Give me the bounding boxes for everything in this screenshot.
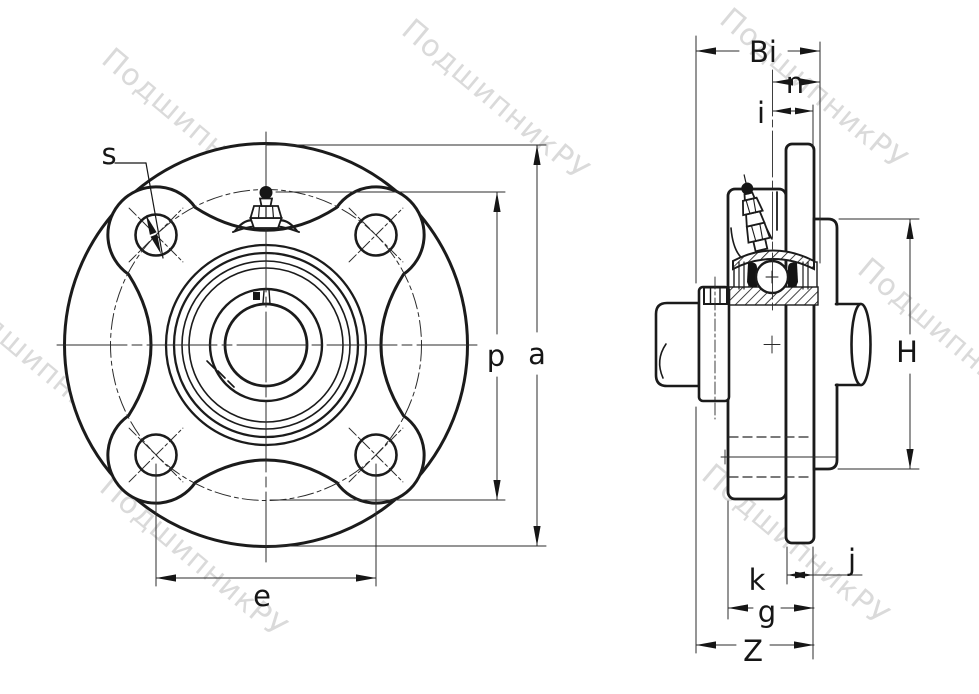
dimension-a: a	[261, 144, 547, 547]
dim-label-H: H	[896, 335, 918, 369]
dimension-s: s	[101, 137, 164, 259]
grease-fitting-front	[232, 186, 300, 233]
set-screw-marks	[206, 289, 271, 388]
dim-label-e: e	[253, 579, 271, 613]
dimension-e: e	[155, 463, 377, 613]
dim-label-s: s	[101, 137, 116, 171]
dim-label-i: i	[757, 96, 765, 130]
dimension-Bi: Bi	[695, 35, 821, 284]
dim-label-a: a	[528, 337, 546, 371]
shaft-collar	[697, 276, 731, 420]
dim-label-g: g	[758, 595, 776, 629]
view-centerlines	[56, 131, 478, 563]
dimension-j: j	[786, 543, 863, 660]
dim-label-Z: Z	[743, 634, 763, 668]
dim-label-j: j	[847, 543, 856, 577]
set-screw	[703, 286, 728, 305]
grease-fitting-side	[741, 174, 772, 253]
outer-ring-section	[732, 249, 815, 271]
shaft-left	[654, 301, 701, 388]
dim-label-n: n	[786, 66, 804, 100]
side-view: Bi n i H	[654, 35, 920, 668]
dimension-H: H	[837, 218, 920, 470]
grease-nipple-ball-side	[741, 182, 754, 195]
front-view: s e p a	[56, 131, 547, 613]
dim-label-Bi: Bi	[749, 35, 777, 69]
grease-nipple-ball	[259, 186, 273, 199]
bolt-hole-centerlines	[128, 207, 404, 483]
dimension-g: g	[727, 500, 815, 629]
dim-label-k: k	[749, 563, 766, 597]
shaft-end-cap	[850, 302, 872, 387]
dimension-i: i	[757, 96, 814, 148]
hidden-bolt-hole	[720, 436, 837, 478]
dim-label-p: p	[487, 339, 505, 373]
bearing-section	[728, 249, 819, 306]
spigot-ring-section	[812, 217, 839, 471]
flange-disc-section	[784, 142, 816, 545]
dimension-n: n	[772, 66, 821, 100]
dimension-p: p	[269, 191, 506, 501]
seal-left	[747, 262, 757, 288]
shaft-right	[834, 302, 874, 387]
dimension-Z: Z	[695, 406, 815, 668]
shaft-center-cross	[763, 335, 781, 354]
watermark-text: ПодшипникРУ	[395, 12, 596, 188]
seal-right	[788, 262, 798, 288]
